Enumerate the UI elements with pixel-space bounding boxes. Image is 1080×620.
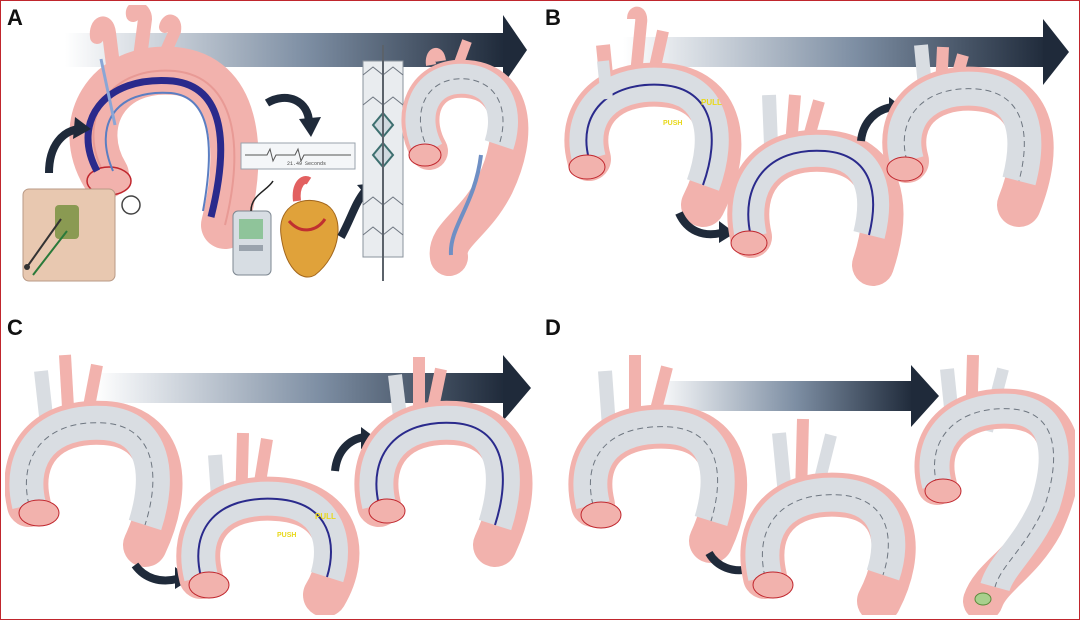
aortic-arch-stented: [882, 44, 1054, 227]
step-arrow: [675, 211, 722, 239]
aortic-arch-stented: [354, 357, 533, 567]
panel-b-illustration: PULL PUSH: [564, 6, 1069, 286]
panel-a: 21.49 Seconds: [5, 5, 535, 305]
panel-letter: A: [7, 5, 23, 30]
aortic-arch-model: [69, 5, 259, 249]
panel-b: PULL PUSH: [543, 5, 1075, 305]
panel-letter: C: [7, 315, 23, 340]
progression-arrow: [653, 365, 939, 427]
step-arrow: [264, 93, 313, 124]
step-arrow: [131, 562, 178, 585]
surgical-field-inset: [22, 188, 116, 282]
pull-label: PULL: [315, 512, 336, 521]
push-label: PUSH: [663, 120, 682, 127]
panel-c-illustration: PULL PUSH: [5, 354, 533, 615]
progression-arrow: [623, 19, 1069, 85]
trace-timer-text: 21.49 Seconds: [287, 161, 326, 167]
panel-d-illustration: [568, 354, 1075, 615]
pacing-device: [232, 180, 274, 276]
aortic-arch-model: PULL PUSH: [176, 432, 360, 615]
aortic-arch-model: [568, 355, 748, 563]
aortic-arch-stented: [914, 354, 1075, 615]
panel-letter: B: [545, 5, 561, 30]
aortic-arch-stented: [401, 39, 529, 276]
aortic-arch-model: [740, 418, 916, 615]
aortic-arch-model: [727, 94, 904, 286]
panel-d: D: [543, 315, 1075, 615]
stent-graft-device: [362, 45, 404, 281]
heart-illustration: [280, 176, 339, 278]
panel-letter: D: [545, 315, 561, 340]
aortic-arch-model: [5, 354, 183, 567]
pacing-trace-strip: 21.49 Seconds: [240, 142, 356, 170]
step-arrow: [337, 188, 369, 239]
push-label: PUSH: [277, 532, 296, 539]
aortic-arch-model: PULL PUSH: [564, 6, 742, 227]
panel-a-illustration: 21.49 Seconds: [22, 5, 529, 282]
pull-label: PULL: [701, 98, 722, 107]
panel-c: PULL PUSH C: [5, 315, 535, 615]
